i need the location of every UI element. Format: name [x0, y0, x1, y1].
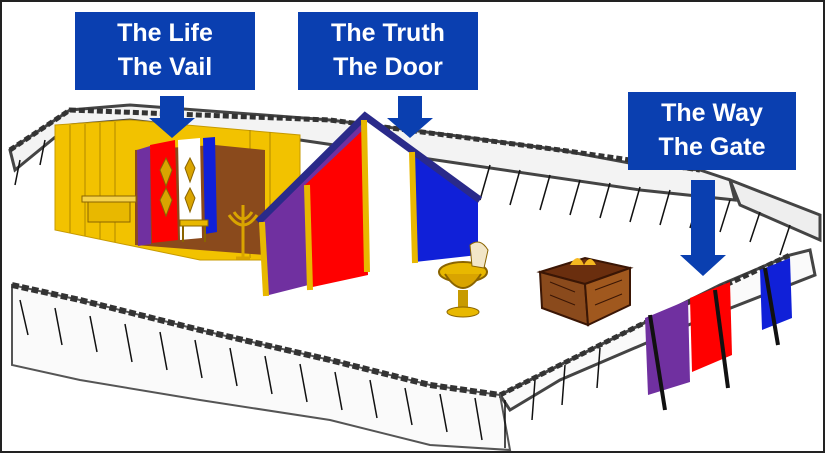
callout-way-label: The Way — [628, 96, 796, 130]
callout-life-vail: The Life The Vail — [75, 12, 255, 90]
vail-blue-panel — [203, 137, 217, 234]
callout-way-gate: The Way The Gate — [628, 92, 796, 170]
callout-vail-label: The Vail — [75, 50, 255, 84]
callout-gate-label: The Gate — [628, 130, 796, 164]
callout-truth-label: The Truth — [298, 16, 478, 50]
vail-purple-panel — [137, 146, 151, 246]
callout-life-label: The Life — [75, 16, 255, 50]
ark-of-covenant-icon — [82, 196, 136, 222]
callout-door-label: The Door — [298, 50, 478, 84]
callout-truth-door: The Truth The Door — [298, 12, 478, 90]
